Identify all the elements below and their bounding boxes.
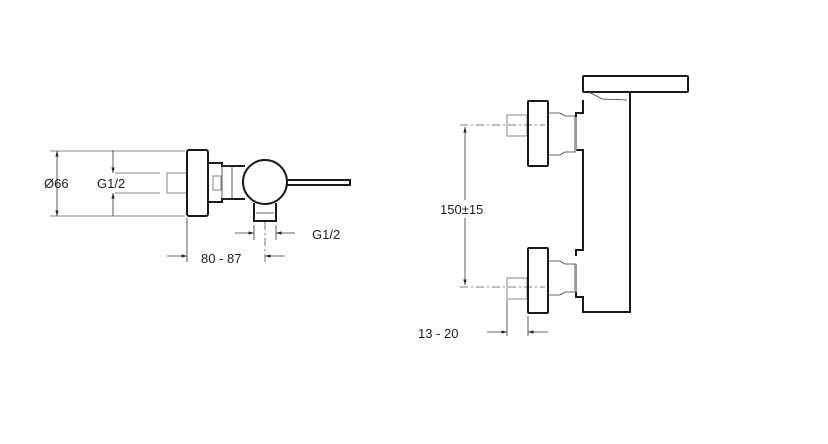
projection-label: 80 - 87	[201, 251, 241, 266]
outlet-thread-label: G1/2	[312, 227, 340, 242]
center-distance-label: 150±15	[440, 202, 483, 217]
side-view: Ø66 G1/2 G1/2 80 - 87	[44, 149, 351, 266]
front-view: 150±15 13 - 20	[418, 75, 689, 341]
dimension-lines	[460, 124, 548, 336]
inlet-thread-label: G1/2	[97, 176, 125, 191]
mixer-side-outline	[166, 149, 351, 222]
dimension-lines	[50, 150, 295, 262]
offset-label: 13 - 20	[418, 326, 458, 341]
mixer-front-outline	[506, 75, 689, 314]
diameter-label: Ø66	[44, 176, 69, 191]
